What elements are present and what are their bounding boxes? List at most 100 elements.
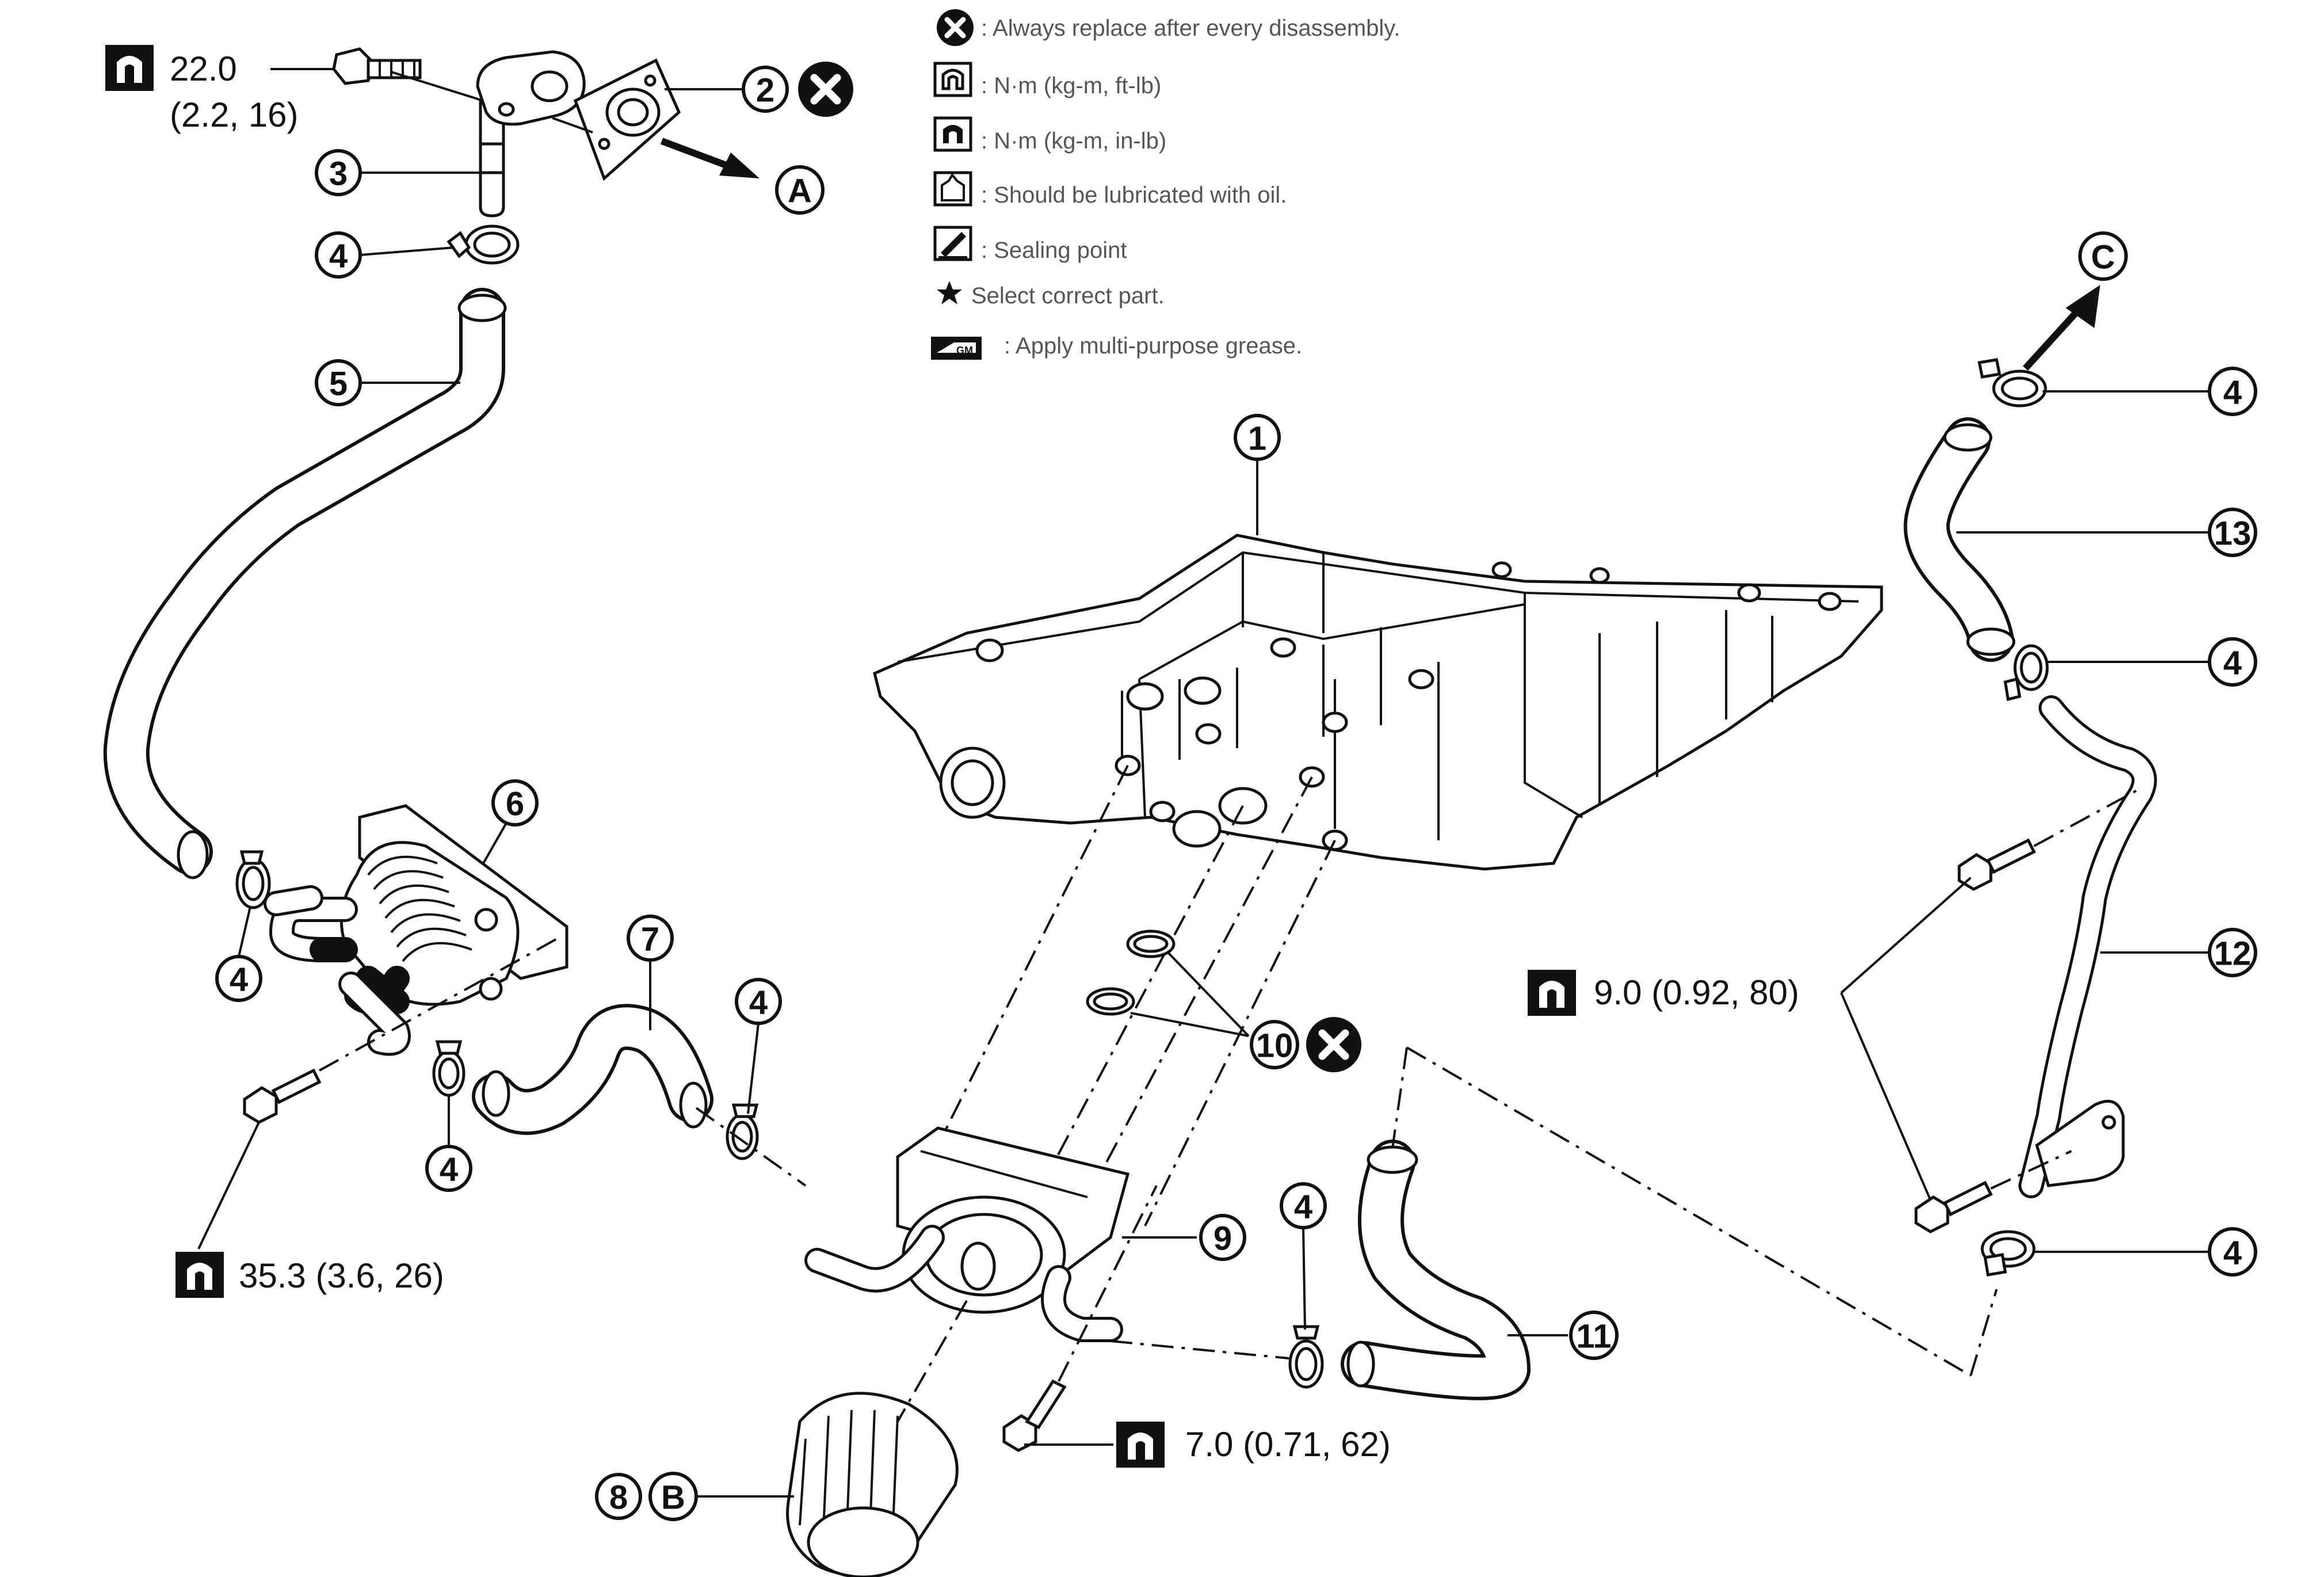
callout-1: 1	[1234, 414, 1281, 461]
callout-4: 4	[215, 955, 262, 1002]
hose-5	[103, 288, 507, 879]
hose-clamp	[1980, 1230, 2036, 1277]
union-bolt	[332, 47, 422, 85]
callout-4: 4	[2208, 637, 2257, 687]
legend-item-ftlb: : N·m (kg-m, ft-lb)	[981, 73, 1161, 98]
oil-pipe-3	[476, 50, 586, 218]
hose-11	[1341, 1140, 1531, 1400]
callout-4: 4	[735, 978, 782, 1025]
hose-clamp	[432, 1040, 465, 1097]
svg-text:13: 13	[2214, 515, 2252, 553]
callout-2: 2	[742, 66, 789, 113]
callout-10: 10	[1250, 1020, 1299, 1069]
torque-wrench-inlb-icon	[933, 116, 972, 152]
oil-can-icon	[933, 171, 972, 207]
torque-wrench-icon	[105, 45, 154, 91]
torque-sub-22: (2.2, 16)	[170, 96, 298, 134]
gasket-2	[573, 58, 681, 181]
hose-clamp	[726, 1103, 759, 1160]
callout-4: 4	[2208, 1227, 2257, 1277]
torque-spec-35: 35.3 (3.6, 26)	[175, 1252, 444, 1298]
cooler-body-bolt	[1002, 1379, 1067, 1452]
callout-4: 4	[2208, 367, 2257, 416]
oil-cooler-6	[264, 804, 568, 1056]
callout-5: 5	[315, 359, 362, 406]
svg-text:7: 7	[641, 921, 659, 958]
svg-text:C: C	[2091, 239, 2115, 276]
hose-13	[1903, 417, 2016, 662]
replace-icon	[1306, 1017, 1361, 1072]
svg-text:2: 2	[756, 72, 774, 109]
torque-wrench-icon	[175, 1252, 224, 1298]
torque-value-7: 7.0 (0.71, 62)	[1185, 1425, 1391, 1464]
hose-7	[472, 1004, 713, 1135]
svg-text:4: 4	[230, 961, 248, 999]
torque-spec-7: 7.0 (0.71, 62)	[1116, 1422, 1391, 1468]
hose-clamp	[235, 850, 271, 909]
x-circle-icon	[937, 9, 974, 46]
hose-clamp	[2004, 644, 2049, 702]
svg-text:1: 1	[1248, 420, 1266, 458]
legend-item-select: Select correct part.	[971, 283, 1165, 308]
torque-value-9: 9.0 (0.92, 80)	[1594, 973, 1799, 1012]
callout-12: 12	[2208, 928, 2257, 977]
star-icon	[937, 281, 962, 304]
torque-spec-22: 22.0 (2.2, 16)	[105, 45, 334, 134]
callout-7: 7	[627, 915, 674, 962]
letter-a: A	[775, 165, 825, 215]
svg-text:3: 3	[329, 155, 348, 193]
svg-text:6: 6	[506, 786, 524, 823]
callout-4: 4	[425, 1145, 472, 1192]
svg-text:4: 4	[2223, 374, 2242, 412]
legend-item-inlb: : N·m (kg-m, in-lb)	[981, 128, 1166, 154]
arrow-to-a	[660, 138, 760, 178]
torque-value-22: 22.0	[170, 49, 237, 88]
svg-text:4: 4	[749, 984, 768, 1022]
svg-text:12: 12	[2214, 935, 2252, 973]
tube-bolt-upper	[1957, 838, 2036, 891]
legend-item-sealing: : Sealing point	[981, 238, 1127, 263]
callout-4: 4	[315, 231, 362, 279]
svg-text:B: B	[661, 1479, 685, 1517]
svg-text:8: 8	[609, 1479, 628, 1517]
callout-4: 4	[1280, 1182, 1327, 1229]
torque-wrench-inlb-icon	[1528, 970, 1576, 1016]
callout-6: 6	[491, 779, 539, 826]
svg-text:GM: GM	[956, 345, 973, 356]
oil-filter-8	[786, 1392, 959, 1577]
svg-text:9: 9	[1213, 1220, 1232, 1258]
torque-value-35: 35.3 (3.6, 26)	[239, 1256, 444, 1295]
svg-text:4: 4	[2223, 645, 2242, 682]
torque-wrench-icon	[933, 62, 972, 97]
legend-item-oil: : Should be lubricated with oil.	[981, 182, 1287, 208]
callout-3: 3	[315, 149, 362, 196]
oil-cooler-body-9	[804, 1126, 1130, 1342]
letter-b: B	[648, 1472, 698, 1521]
torque-spec-9: 9.0 (0.92, 80)	[1528, 970, 1799, 1016]
svg-text:A: A	[788, 173, 812, 210]
svg-text:4: 4	[329, 238, 348, 275]
svg-text:4: 4	[440, 1151, 458, 1189]
tube-12	[2018, 695, 2157, 1198]
torque-wrench-inlb-icon	[1116, 1422, 1165, 1468]
tube-bolt-lower	[1914, 1180, 1993, 1233]
arrow-to-c	[2022, 285, 2100, 371]
callout-11: 11	[1569, 1311, 1619, 1360]
svg-text:4: 4	[2223, 1235, 2242, 1272]
legend-item-replace: : Always replace after every disassembly…	[981, 16, 1400, 41]
sealing-icon	[933, 226, 972, 261]
cooler-bolt	[243, 1068, 322, 1124]
callout-8: 8	[595, 1473, 642, 1520]
hose-clamp	[1288, 1325, 1324, 1389]
svg-text:11: 11	[1576, 1318, 1611, 1355]
hose-clamp	[1978, 358, 2047, 407]
o-ring-10	[1086, 930, 1176, 1016]
svg-text:5: 5	[329, 365, 348, 403]
replace-icon	[798, 62, 853, 117]
legend-item-grease: : Apply multi-purpose grease.	[1004, 333, 1302, 359]
grease-icon: GM	[931, 337, 982, 360]
oil-pan-1	[873, 534, 1883, 871]
svg-text:10: 10	[1256, 1027, 1293, 1065]
svg-text:4: 4	[1294, 1189, 1312, 1226]
